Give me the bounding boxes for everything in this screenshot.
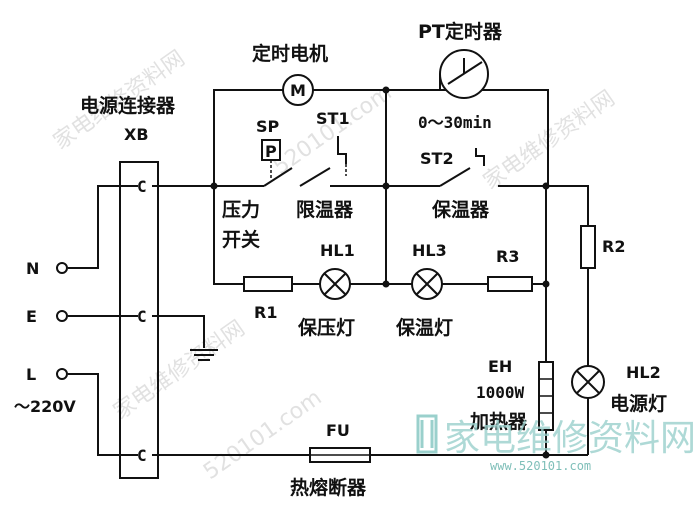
label-thermostat: 保温器 (431, 198, 490, 221)
temp-limiter-icon (299, 136, 347, 187)
socket-mark-l: C (137, 446, 147, 465)
label-l: L (26, 365, 36, 384)
label-pressure-switch-2: 开关 (222, 228, 260, 251)
watermark-domain-2: 520101.com (199, 385, 326, 485)
watermark-brand-2: 家电维修资料网 (479, 86, 620, 195)
label-pt-timer: PT定时器 (418, 20, 503, 43)
terminal-e (56, 310, 68, 322)
label-eh-power: 1000W (476, 383, 525, 402)
terminal-l (56, 368, 68, 380)
label-n: N (26, 259, 39, 278)
logo-mark-icon (416, 414, 438, 454)
resistor-r1-icon (243, 276, 293, 292)
pressure-switch-icon (261, 139, 293, 187)
label-voltage: ～220V (14, 397, 76, 416)
watermark-brand-3: 家电维修资料网 (109, 316, 250, 425)
junction-dots (210, 86, 550, 459)
socket-mark-n: C (137, 177, 147, 196)
motor-symbol: M (290, 81, 306, 100)
label-fuse: 热熔断器 (290, 476, 367, 499)
label-temp-limiter: 限温器 (296, 199, 354, 221)
resistor-r3-icon (487, 276, 533, 292)
lamp-hl3-icon (411, 268, 443, 300)
ground-icon (190, 349, 218, 361)
lamp-hl2-icon (571, 365, 605, 399)
thermostat-icon (439, 148, 485, 187)
heater-eh-icon (538, 361, 554, 431)
label-r3: R3 (496, 247, 519, 266)
fuse-fu-icon (309, 447, 371, 463)
label-e: E (26, 307, 37, 326)
label-p-symbol: P (265, 142, 277, 161)
timer-icon (439, 49, 489, 99)
site-logo: 家电维修资料网 www.520101.com (416, 414, 696, 473)
label-xb: XB (124, 125, 149, 144)
logo-text: 家电维修资料网 (444, 418, 696, 459)
label-r2: R2 (602, 237, 625, 256)
resistor-r2-icon (580, 225, 596, 269)
label-st1: ST1 (316, 109, 350, 128)
motor-icon (282, 74, 314, 106)
label-warm-lamp: 保温灯 (395, 316, 453, 339)
label-power-lamp: 电源灯 (610, 392, 667, 415)
lamp-hl1-icon (319, 268, 351, 300)
label-sp: SP (256, 117, 280, 136)
label-r1: R1 (254, 303, 277, 322)
label-eh: EH (488, 357, 512, 376)
label-hl3: HL3 (412, 241, 447, 260)
terminal-n (56, 262, 68, 274)
label-fu: FU (326, 421, 350, 440)
label-pt-range: 0～30min (418, 113, 492, 132)
label-heater: 加热器 (469, 410, 528, 433)
label-hl1: HL1 (320, 241, 355, 260)
label-power-connector: 电源连接器 (80, 94, 176, 117)
label-pressure-switch-1: 压力 (222, 198, 260, 221)
label-pressure-lamp: 保压灯 (297, 316, 355, 339)
logo-url: www.520101.com (490, 459, 591, 473)
label-st2: ST2 (420, 149, 454, 168)
power-connector-xb: C C C (119, 161, 159, 479)
socket-mark-e: C (137, 307, 147, 326)
label-timer-motor: 定时电机 (252, 42, 328, 65)
label-hl2: HL2 (626, 363, 661, 382)
